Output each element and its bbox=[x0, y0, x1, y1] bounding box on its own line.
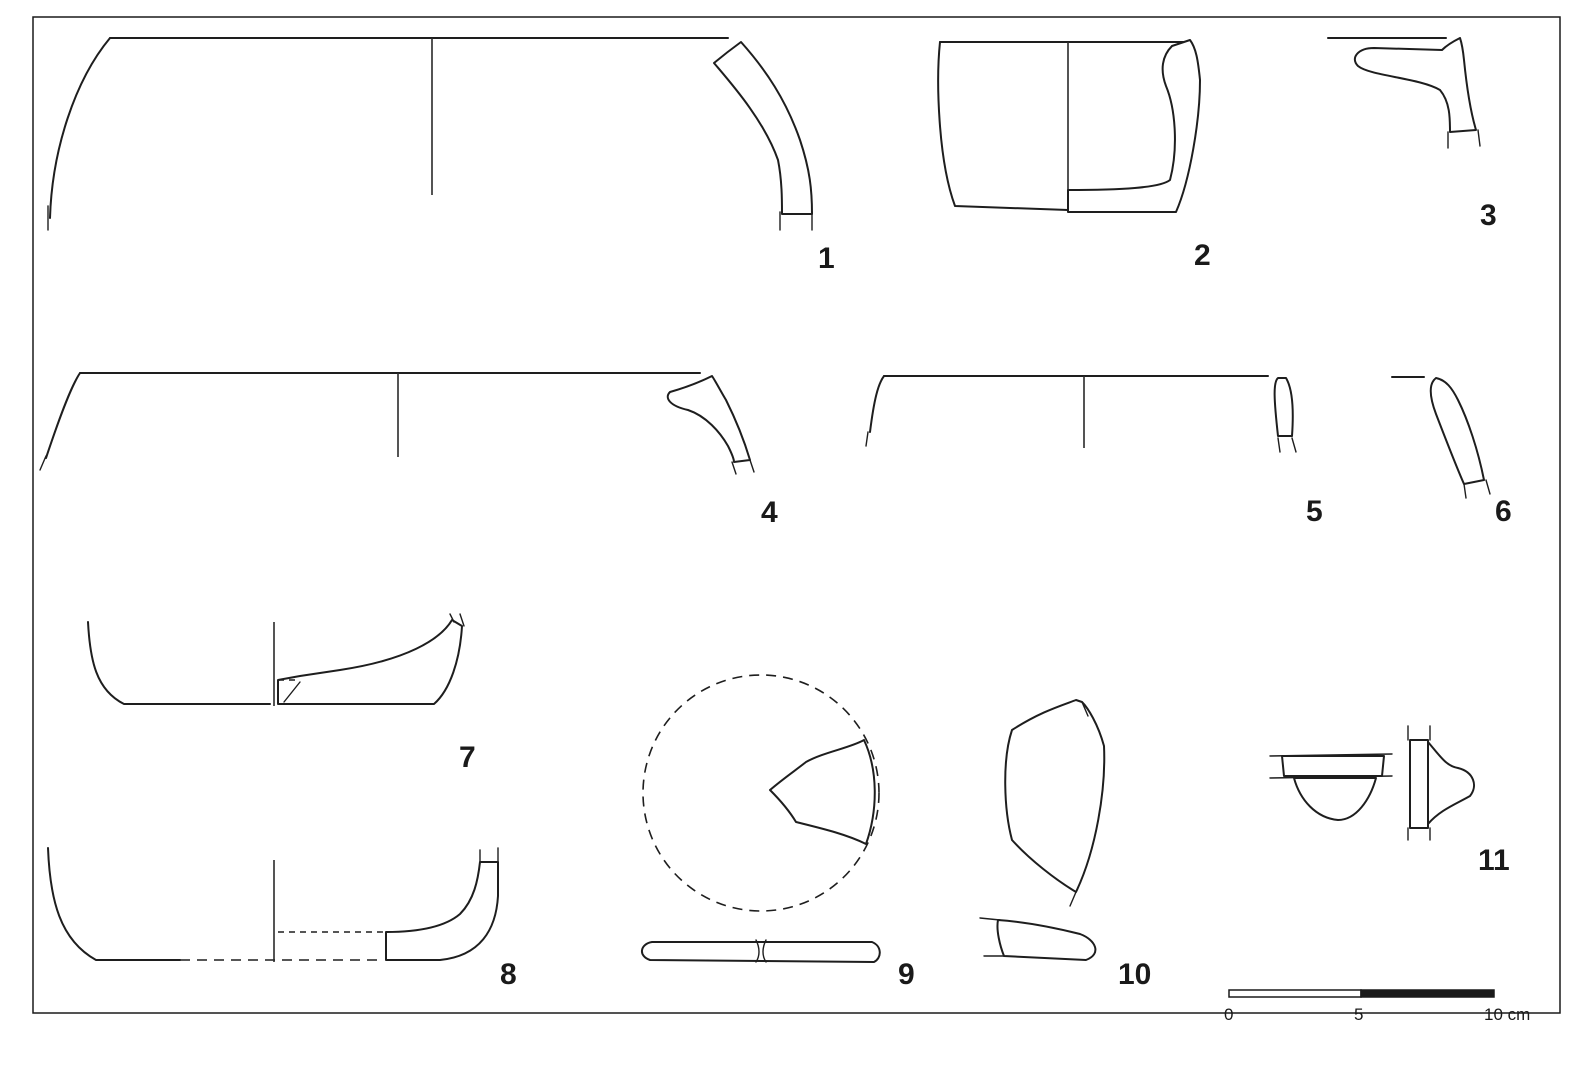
scale-bar: 0 5 10 cm bbox=[1224, 989, 1530, 1024]
figure-label-6: 6 bbox=[1495, 495, 1512, 528]
figure-label-2: 2 bbox=[1194, 239, 1211, 272]
drawing-fig-8 bbox=[47, 847, 499, 962]
figure-label-9: 9 bbox=[898, 958, 915, 991]
drawing-fig-4 bbox=[39, 372, 755, 475]
scale-tick-0: 0 bbox=[1224, 1005, 1233, 1024]
drawing-fig-11 bbox=[1269, 725, 1475, 841]
drawing-fig-7 bbox=[87, 613, 465, 706]
scale-bar-black-segment bbox=[1360, 989, 1495, 998]
drawing-fig-9 bbox=[641, 674, 881, 963]
scale-bar-white-segment bbox=[1228, 989, 1362, 998]
drawing-fig-10 bbox=[979, 699, 1106, 961]
plate-frame bbox=[32, 16, 1561, 1014]
figure-label-10: 10 bbox=[1118, 958, 1151, 991]
scale-tick-10cm: 10 cm bbox=[1484, 1005, 1530, 1024]
figure-label-3: 3 bbox=[1480, 199, 1497, 232]
scale-tick-5: 5 bbox=[1354, 1005, 1363, 1024]
figure-label-7: 7 bbox=[459, 741, 476, 774]
figure-label-1: 1 bbox=[818, 242, 835, 275]
figure-label-11: 11 bbox=[1478, 844, 1510, 877]
drawing-fig-1 bbox=[47, 37, 813, 231]
figure-label-5: 5 bbox=[1306, 495, 1323, 528]
figure-label-4: 4 bbox=[761, 496, 778, 529]
drawing-fig-5 bbox=[865, 375, 1297, 453]
drawing-fig-6 bbox=[1391, 376, 1491, 499]
drawing-fig-3 bbox=[1327, 37, 1481, 149]
drawing-fig-2 bbox=[937, 39, 1201, 213]
figure-label-8: 8 bbox=[500, 958, 517, 991]
